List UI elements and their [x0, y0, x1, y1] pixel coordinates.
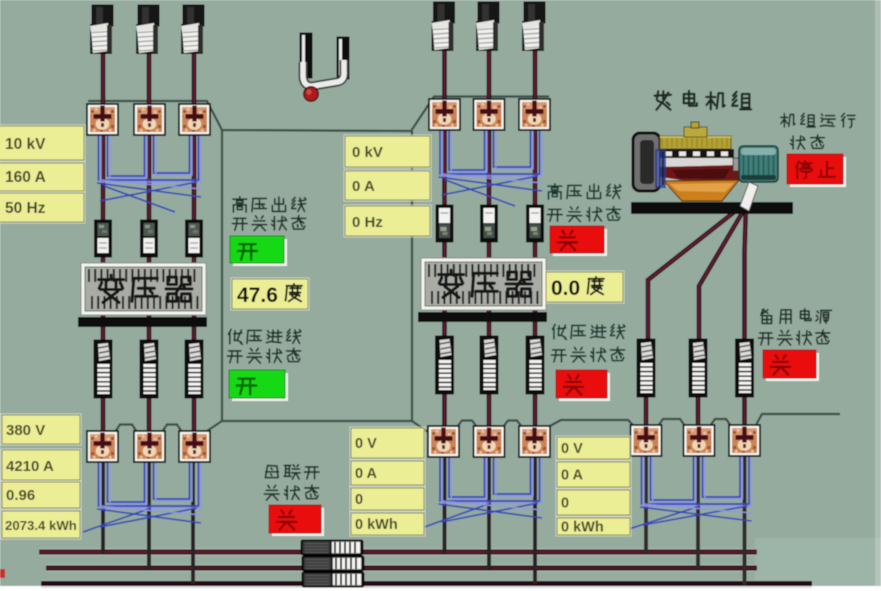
svg-text:10 kV: 10 kV: [5, 136, 46, 153]
svg-text:4210 A: 4210 A: [6, 458, 54, 475]
svg-text:0 Hz: 0 Hz: [352, 214, 383, 231]
svg-text:0: 0: [355, 492, 363, 508]
svg-text:50 Hz: 50 Hz: [5, 200, 46, 217]
svg-text:47.6: 47.6: [237, 284, 278, 307]
svg-text:0 A: 0 A: [352, 178, 375, 195]
svg-text:0 A: 0 A: [355, 466, 378, 482]
svg-text:0 kV: 0 kV: [352, 144, 383, 161]
svg-text:0.96: 0.96: [6, 487, 35, 504]
svg-text:380 V: 380 V: [6, 422, 45, 439]
svg-text:0: 0: [561, 496, 569, 512]
svg-text:0 kWh: 0 kWh: [355, 517, 398, 533]
svg-text:0 V: 0 V: [561, 441, 583, 457]
svg-text:2073.4 kWh: 2073.4 kWh: [5, 518, 77, 533]
svg-text:0.0: 0.0: [551, 277, 580, 300]
svg-text:0 V: 0 V: [355, 436, 377, 452]
svg-text:0 kWh: 0 kWh: [561, 520, 604, 536]
svg-text:160 A: 160 A: [5, 169, 46, 186]
svg-text:0 A: 0 A: [561, 468, 584, 484]
